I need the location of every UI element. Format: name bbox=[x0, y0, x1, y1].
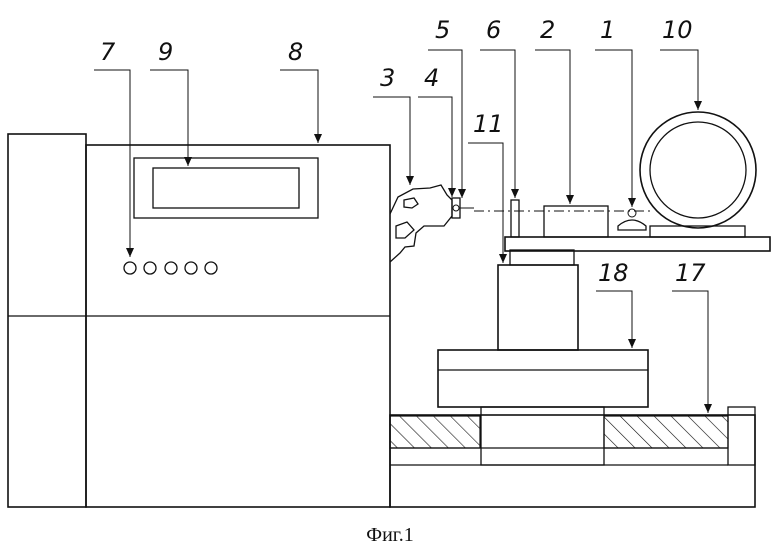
label-8: 8 bbox=[288, 38, 303, 66]
label-2: 2 bbox=[540, 16, 555, 44]
label-6: 6 bbox=[486, 16, 501, 44]
label-3: 3 bbox=[380, 64, 395, 92]
control-buttons bbox=[124, 262, 217, 274]
base-rail bbox=[390, 407, 755, 507]
table-plate bbox=[505, 237, 770, 251]
clamp-holder bbox=[390, 185, 460, 262]
display-panel bbox=[134, 158, 318, 218]
column bbox=[498, 250, 578, 350]
label-7: 7 bbox=[100, 38, 116, 66]
sensor-post bbox=[511, 200, 519, 237]
wheel-motor bbox=[640, 112, 756, 237]
label-17: 17 bbox=[675, 259, 706, 287]
label-4: 4 bbox=[424, 64, 439, 92]
label-1: 1 bbox=[600, 16, 615, 44]
label-9: 9 bbox=[158, 38, 173, 66]
label-10: 10 bbox=[662, 16, 693, 44]
machine-body bbox=[8, 134, 390, 507]
sensor bbox=[618, 209, 646, 230]
label-5: 5 bbox=[435, 16, 450, 44]
figure-caption: Фиг.1 bbox=[366, 524, 413, 546]
label-11: 11 bbox=[473, 110, 504, 138]
leader-lines bbox=[94, 50, 708, 413]
reference-labels: 7 9 8 3 4 5 6 2 1 10 11 18 17 bbox=[100, 16, 706, 287]
label-18: 18 bbox=[598, 259, 629, 287]
